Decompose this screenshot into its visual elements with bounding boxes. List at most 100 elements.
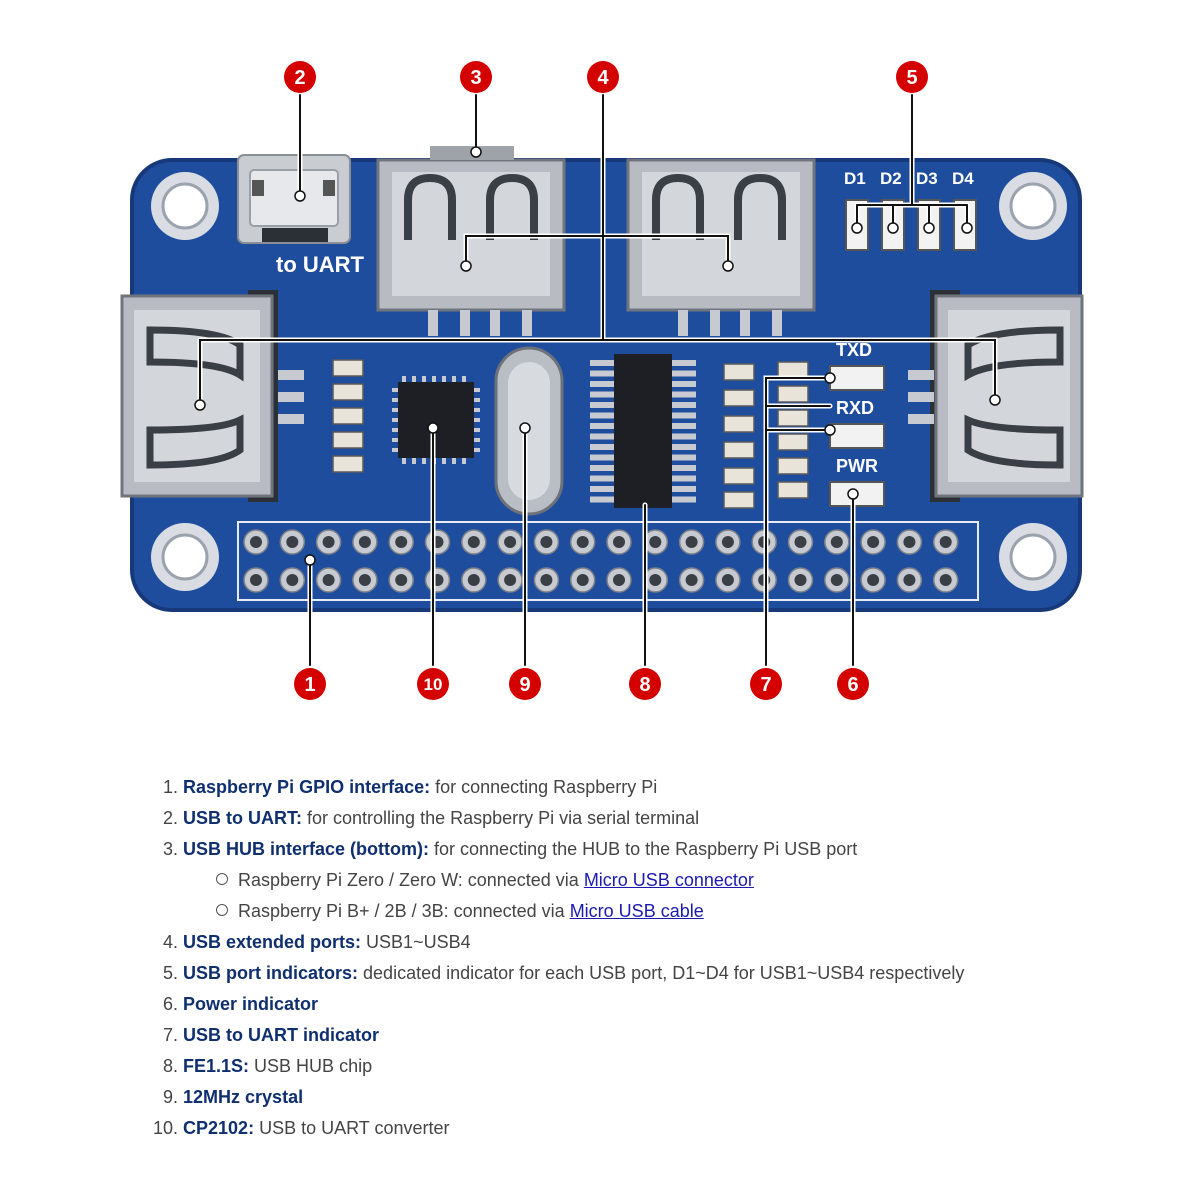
- callout-badge-9: 9: [509, 668, 541, 700]
- legend-num: 3.: [162, 839, 178, 859]
- legend-desc: for connecting the HUB to the Raspberry …: [429, 839, 858, 859]
- gpio-pin: [322, 574, 335, 586]
- chip-pin: [590, 433, 614, 440]
- callout-badge-8: 8: [629, 668, 661, 700]
- legend-subitem-1: Raspberry Pi Zero / Zero W: connected vi…: [140, 865, 1160, 896]
- chip-pin: [392, 388, 398, 392]
- chip-pin: [590, 360, 614, 366]
- chip-pin: [474, 428, 480, 432]
- legend-item-9: 9. 12MHz crystal: [140, 1082, 1160, 1113]
- callout-badge-6: 6: [837, 668, 869, 700]
- svg-text:7: 7: [760, 674, 771, 696]
- micro-usb-connector-link[interactable]: Micro USB connector: [583, 870, 754, 890]
- chip-pin: [474, 418, 480, 422]
- chip-pin: [462, 376, 466, 382]
- chip-pin: [432, 376, 436, 382]
- legend-item-6: 6. Power indicator: [140, 989, 1160, 1020]
- chip-pin: [590, 412, 614, 419]
- label-pwr: PWR: [836, 456, 878, 476]
- chip-pin: [590, 444, 614, 450]
- legend-num: 7.: [162, 1025, 178, 1045]
- gpio-pin: [467, 536, 480, 548]
- gpio-pin: [358, 536, 371, 548]
- legend-item-1: 1. Raspberry Pi GPIO interface: for conn…: [140, 772, 1160, 803]
- mounting-holes: [151, 172, 1067, 591]
- chip-pin: [422, 458, 426, 464]
- callout-dots: [194, 146, 1001, 566]
- chip-pin: [590, 423, 614, 429]
- board-diagram: to UART: [120, 61, 1084, 700]
- legend-num: 9.: [162, 1087, 178, 1107]
- legend-item-10: 10. CP2102: USB to UART converter: [140, 1113, 1160, 1144]
- gpio-pin: [358, 574, 371, 586]
- gpio-pin: [867, 536, 880, 548]
- legend-num: 6.: [162, 994, 178, 1014]
- chip-pin: [590, 486, 614, 492]
- legend-item-7: 7. USB to UART indicator: [140, 1020, 1160, 1051]
- label-d3: D3: [916, 169, 938, 188]
- chip-pin: [402, 458, 406, 464]
- gpio-pin: [286, 574, 299, 586]
- chip-pin: [672, 454, 696, 461]
- chip-pin: [442, 376, 446, 382]
- svg-text:10: 10: [424, 675, 443, 694]
- callout-badge-7: 7: [750, 668, 782, 700]
- legend-term: USB extended ports:: [183, 932, 362, 952]
- usb-port-top-left: [376, 146, 566, 336]
- chip-pin: [672, 360, 696, 366]
- legend-num: 5.: [162, 963, 178, 983]
- legend-term: USB port indicators:: [183, 963, 359, 983]
- gpio-pin: [721, 574, 734, 586]
- chip-pin: [590, 465, 614, 471]
- legend-desc: USB to UART converter: [254, 1118, 450, 1138]
- gpio-pin: [613, 536, 625, 548]
- legend-num: 4.: [162, 932, 178, 952]
- chip-pin: [392, 438, 398, 442]
- micro-usb-cable-link[interactable]: Micro USB cable: [569, 901, 704, 921]
- label-d1: D1: [844, 169, 866, 188]
- chip-pin: [672, 496, 696, 503]
- chip-pin: [672, 391, 696, 398]
- gpio-pin: [830, 574, 843, 586]
- gpio-pin: [830, 536, 843, 548]
- chip-pin: [392, 428, 398, 432]
- gpio-header: [237, 521, 979, 601]
- svg-text:9: 9: [519, 674, 530, 696]
- gpio-pin: [576, 536, 589, 548]
- svg-text:3: 3: [470, 67, 481, 89]
- chip-pin: [672, 412, 696, 419]
- legend-desc: for controlling the Raspberry Pi via ser…: [302, 808, 700, 828]
- chip-pin: [672, 370, 696, 377]
- legend-term: CP2102:: [183, 1118, 255, 1138]
- chip-pin: [474, 388, 480, 392]
- gpio-pin: [250, 536, 262, 548]
- chip-pin: [672, 465, 696, 471]
- legend-num: 2.: [162, 808, 178, 828]
- gpio-pin: [939, 574, 952, 586]
- chip-pin: [462, 458, 466, 464]
- legend-item-3: 3. USB HUB interface (bottom): for conne…: [140, 834, 1160, 865]
- callout-badge-1: 1: [294, 668, 326, 700]
- fe11s-chip: [590, 354, 696, 508]
- gpio-pin: [286, 536, 299, 548]
- svg-text:4: 4: [597, 67, 609, 89]
- legend-subitem-text: Raspberry Pi Zero / Zero W: connected vi…: [238, 870, 584, 890]
- legend-item-4: 4. USB extended ports: USB1~USB4: [140, 927, 1160, 958]
- chip-pin: [392, 418, 398, 422]
- chip-pin: [672, 423, 696, 429]
- label-d4: D4: [952, 169, 974, 188]
- legend-num: 8.: [162, 1056, 178, 1076]
- legend-term: Power indicator: [183, 994, 319, 1014]
- svg-text:1: 1: [304, 674, 315, 696]
- callout-badge-10: 10: [417, 668, 449, 700]
- component-legend: 1. Raspberry Pi GPIO interface: for conn…: [140, 772, 1160, 1144]
- legend-term: USB HUB interface (bottom):: [183, 839, 430, 859]
- chip-pin: [474, 398, 480, 402]
- chip-pin: [412, 458, 416, 464]
- chip-pin: [672, 433, 696, 440]
- gpio-pin: [794, 574, 807, 586]
- usb-port-side-left: [120, 290, 304, 502]
- gpio-pin: [540, 536, 553, 548]
- chip-pin: [392, 398, 398, 402]
- chip-pin: [392, 408, 398, 412]
